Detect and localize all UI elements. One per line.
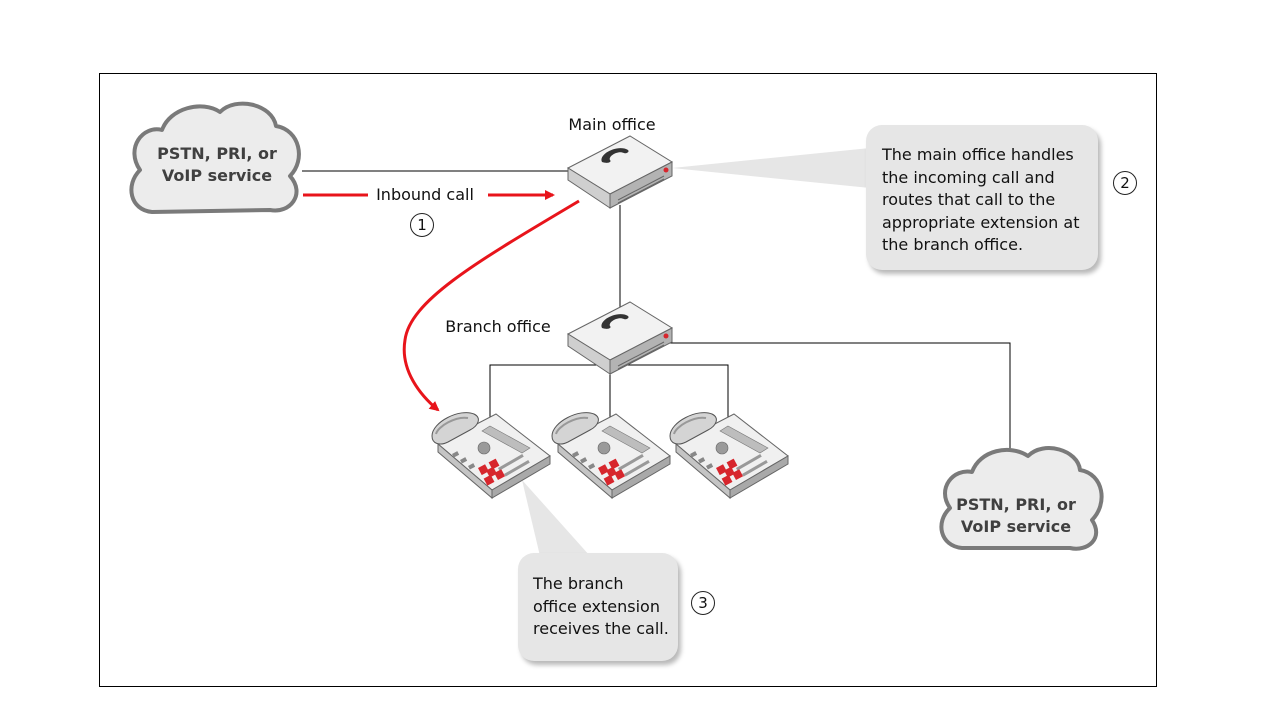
cloud-icon-top-left: [129, 101, 301, 214]
cloud-top-left-line1: PSTN, PRI, or: [157, 144, 277, 163]
main-callout-line-2: the incoming call and: [882, 167, 1055, 187]
branch-office-router-icon: [567, 301, 673, 375]
main-callout-line-4: appropriate extension at: [882, 212, 1080, 232]
main-office-router-icon: [567, 135, 673, 209]
cloud-bottom-right-line1: PSTN, PRI, or: [956, 495, 1076, 514]
cloud-bottom-right-line2: VoIP service: [961, 517, 1071, 536]
inbound-call-label: Inbound call: [376, 185, 474, 204]
link-branch-to-cloud: [670, 342, 1011, 462]
callout-pointer-branch: [522, 480, 590, 556]
cloud-icon-bottom-right: [939, 446, 1104, 551]
main-callout-line-3: routes that call to the: [882, 190, 1056, 209]
main-callout-line-1: The main office handles: [882, 145, 1074, 164]
branch-office-label: Branch office: [445, 317, 550, 336]
step-number-2: 2: [1113, 171, 1137, 195]
cloud-top-left-line2: VoIP service: [162, 166, 272, 185]
diagram-frame: [99, 73, 1157, 687]
phone-icon-extension-2: [551, 411, 671, 499]
main-callout-line-5: the branch office.: [882, 235, 1024, 254]
step-number-1: 1: [410, 213, 434, 237]
main-office-callout: The main office handles the incoming cal…: [866, 125, 1098, 270]
main-office-label: Main office: [568, 115, 655, 134]
call-route-curve: [402, 199, 580, 412]
branch-callout-line-2: office extension: [533, 596, 660, 616]
callout-pointer-main: [672, 148, 870, 188]
phone-icon-extension-3: [669, 411, 789, 499]
step-number-3: 3: [691, 591, 715, 615]
branch-callout-line-1: The branch: [533, 574, 624, 593]
branch-callout-line-3: receives the call.: [533, 619, 669, 638]
phone-icon-extension-1: [431, 411, 551, 499]
branch-office-callout: The branch office extension receives the…: [518, 553, 678, 661]
